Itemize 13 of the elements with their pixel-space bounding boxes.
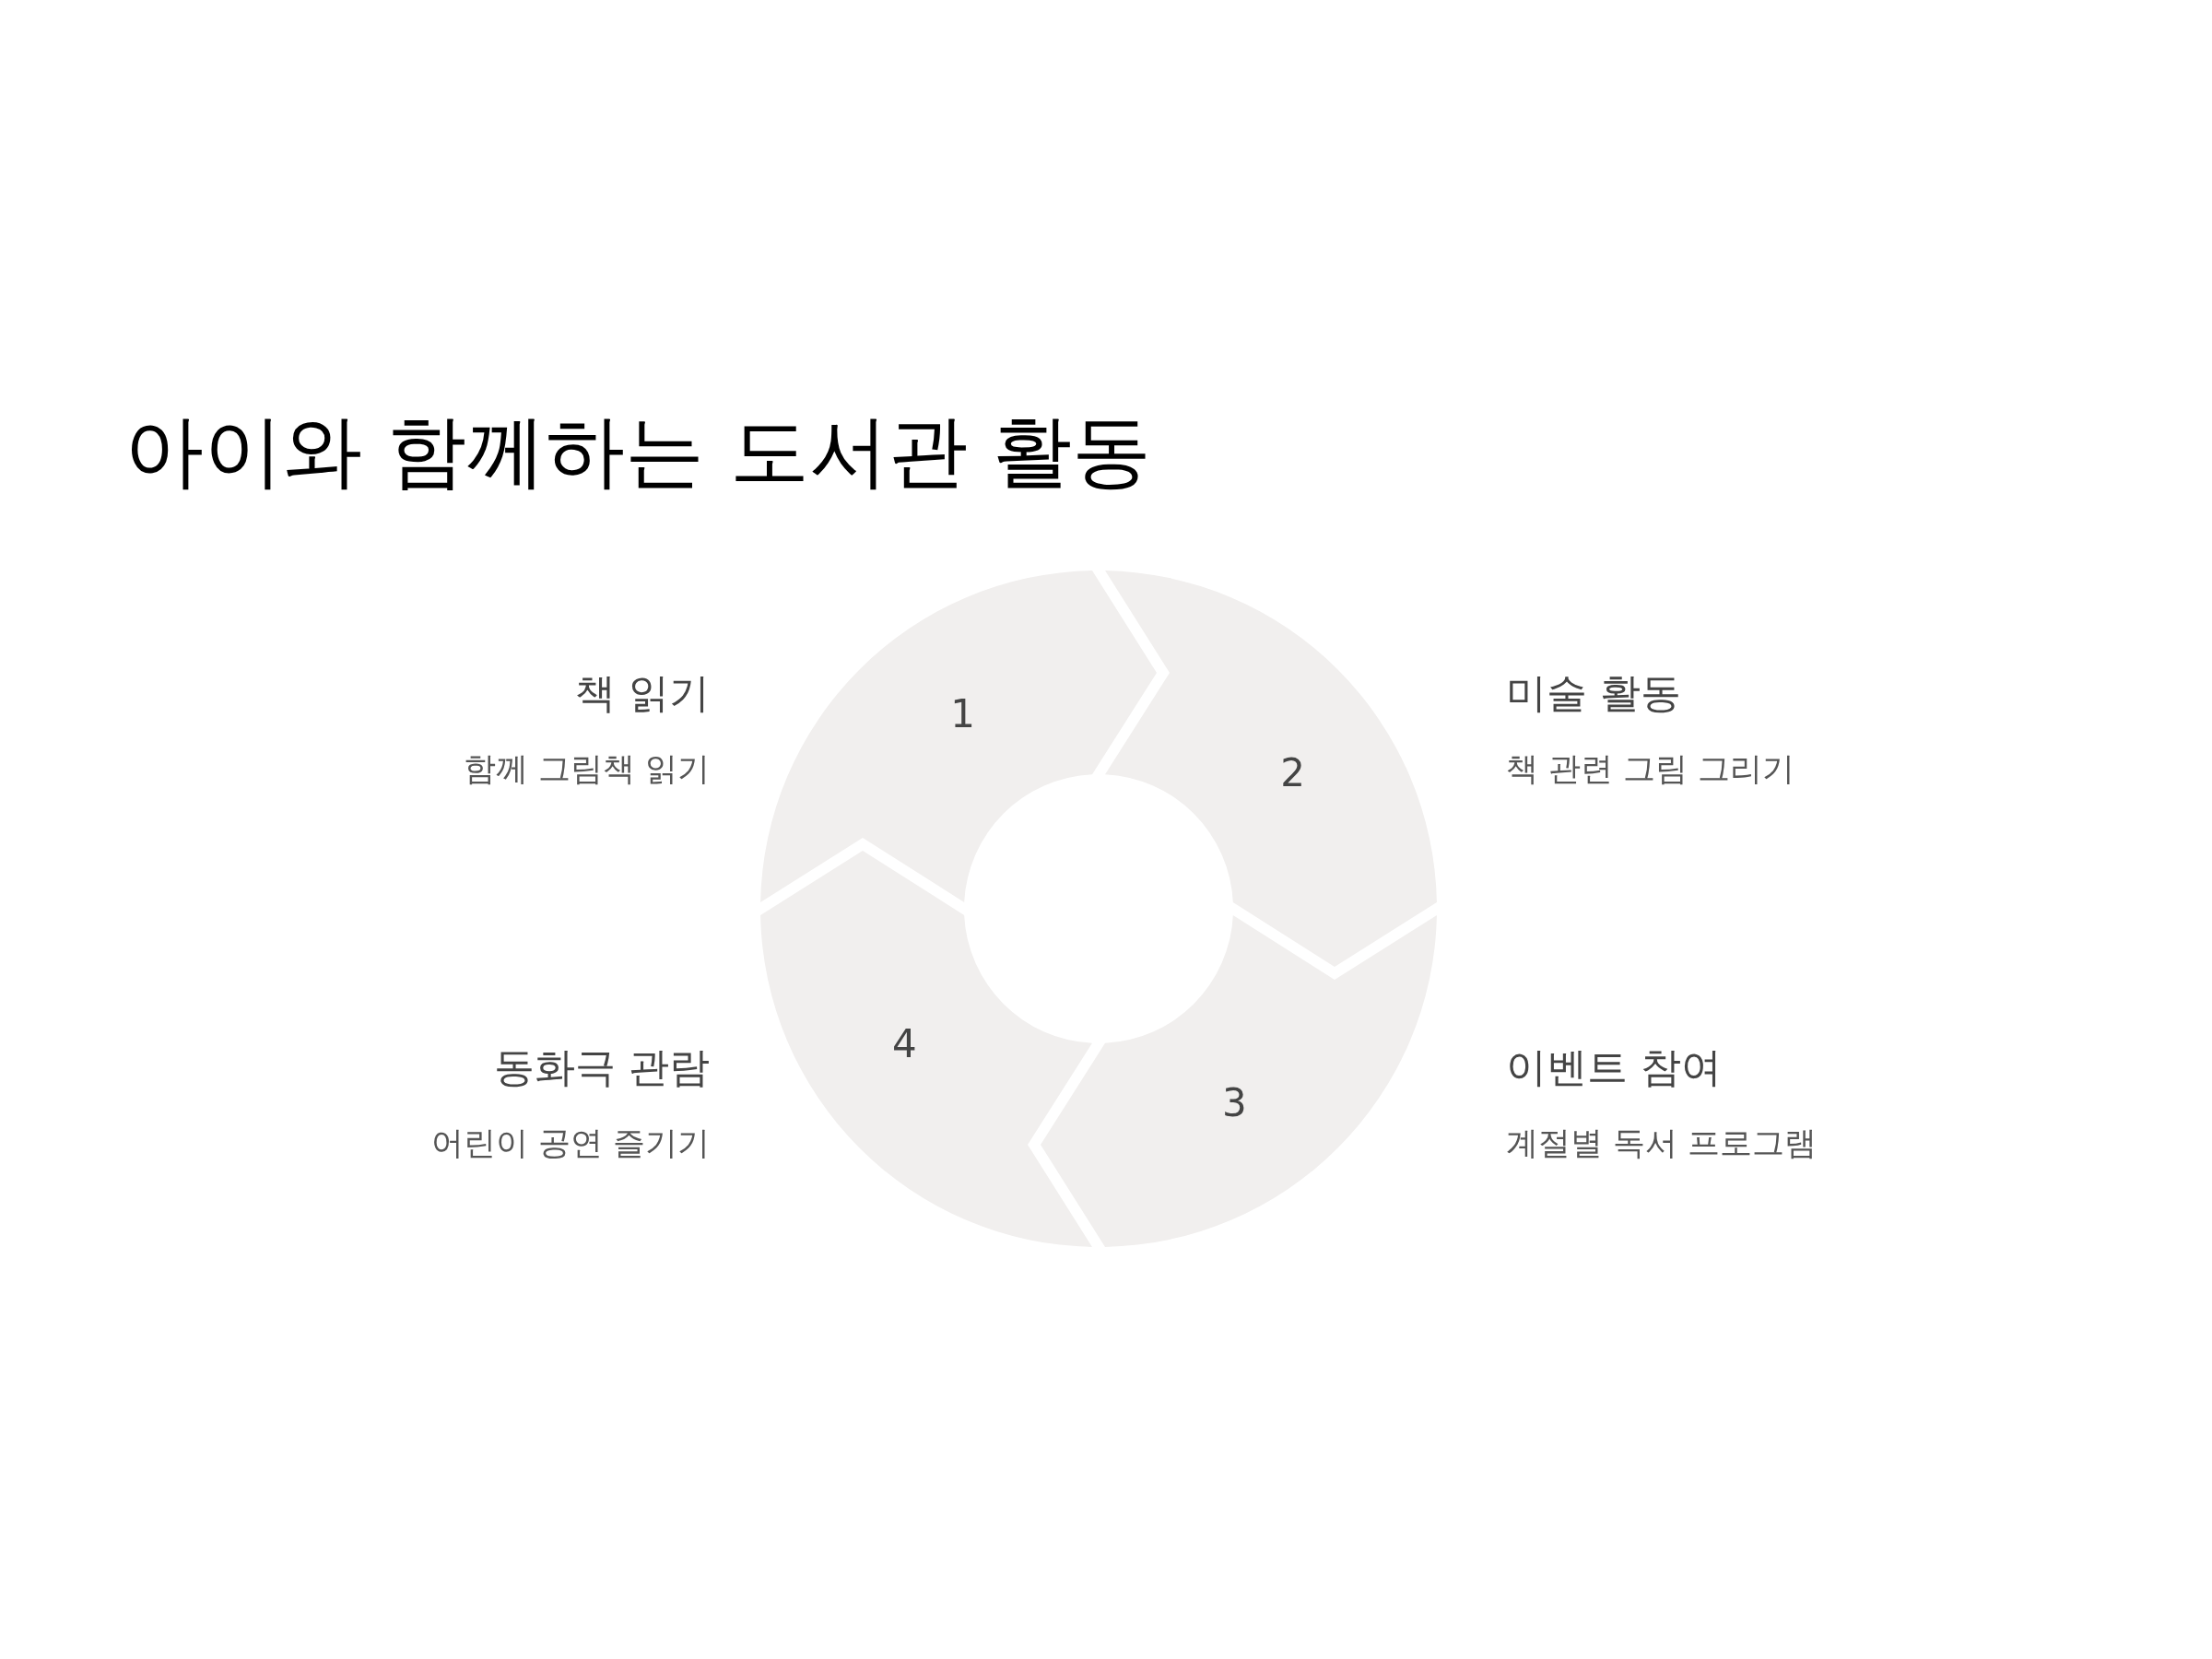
step-number: 4	[892, 1022, 917, 1067]
step-number: 1	[950, 692, 975, 737]
step-number: 2	[1280, 750, 1305, 795]
step-title: 이벤트 참여	[1506, 1043, 1722, 1091]
step-title: 미술 활동	[1506, 669, 1681, 717]
step-description: 계절별 독서 프로그램	[1506, 1124, 1818, 1162]
step-description: 어린이 공연 즐기기	[430, 1124, 710, 1162]
title: 아이와 함께하는 도서관 활동	[124, 405, 1151, 497]
step-number: 3	[1222, 1080, 1247, 1125]
step-description: 책 관련 그림 그리기	[1506, 749, 1795, 788]
step-description: 함께 그림책 읽기	[463, 749, 710, 788]
step-title: 동화극 관람	[494, 1043, 710, 1091]
step-title: 책 읽기	[575, 669, 710, 717]
